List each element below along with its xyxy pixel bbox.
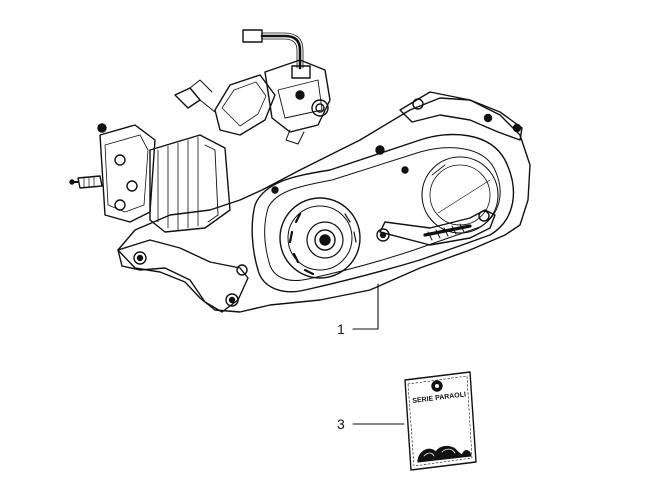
transmission-cover [251,133,515,293]
engine-assembly [69,29,531,313]
clutch-cover-circle [421,156,499,234]
crankcase-outline [117,97,531,313]
pulley-disc [279,197,361,279]
throttle-cable-fitting [242,29,311,79]
oil-seal-kit-card [404,371,477,471]
front-mount-arm [117,239,249,313]
callout-label-1: 1 [337,321,345,337]
callout-label-3: 3 [337,416,345,432]
rear-bracket [399,91,523,141]
carburetor [264,59,331,145]
callout-1-leader [352,283,379,330]
spark-plug [69,175,103,189]
kick-start-lever [376,209,496,246]
cylinder-head [97,123,231,233]
